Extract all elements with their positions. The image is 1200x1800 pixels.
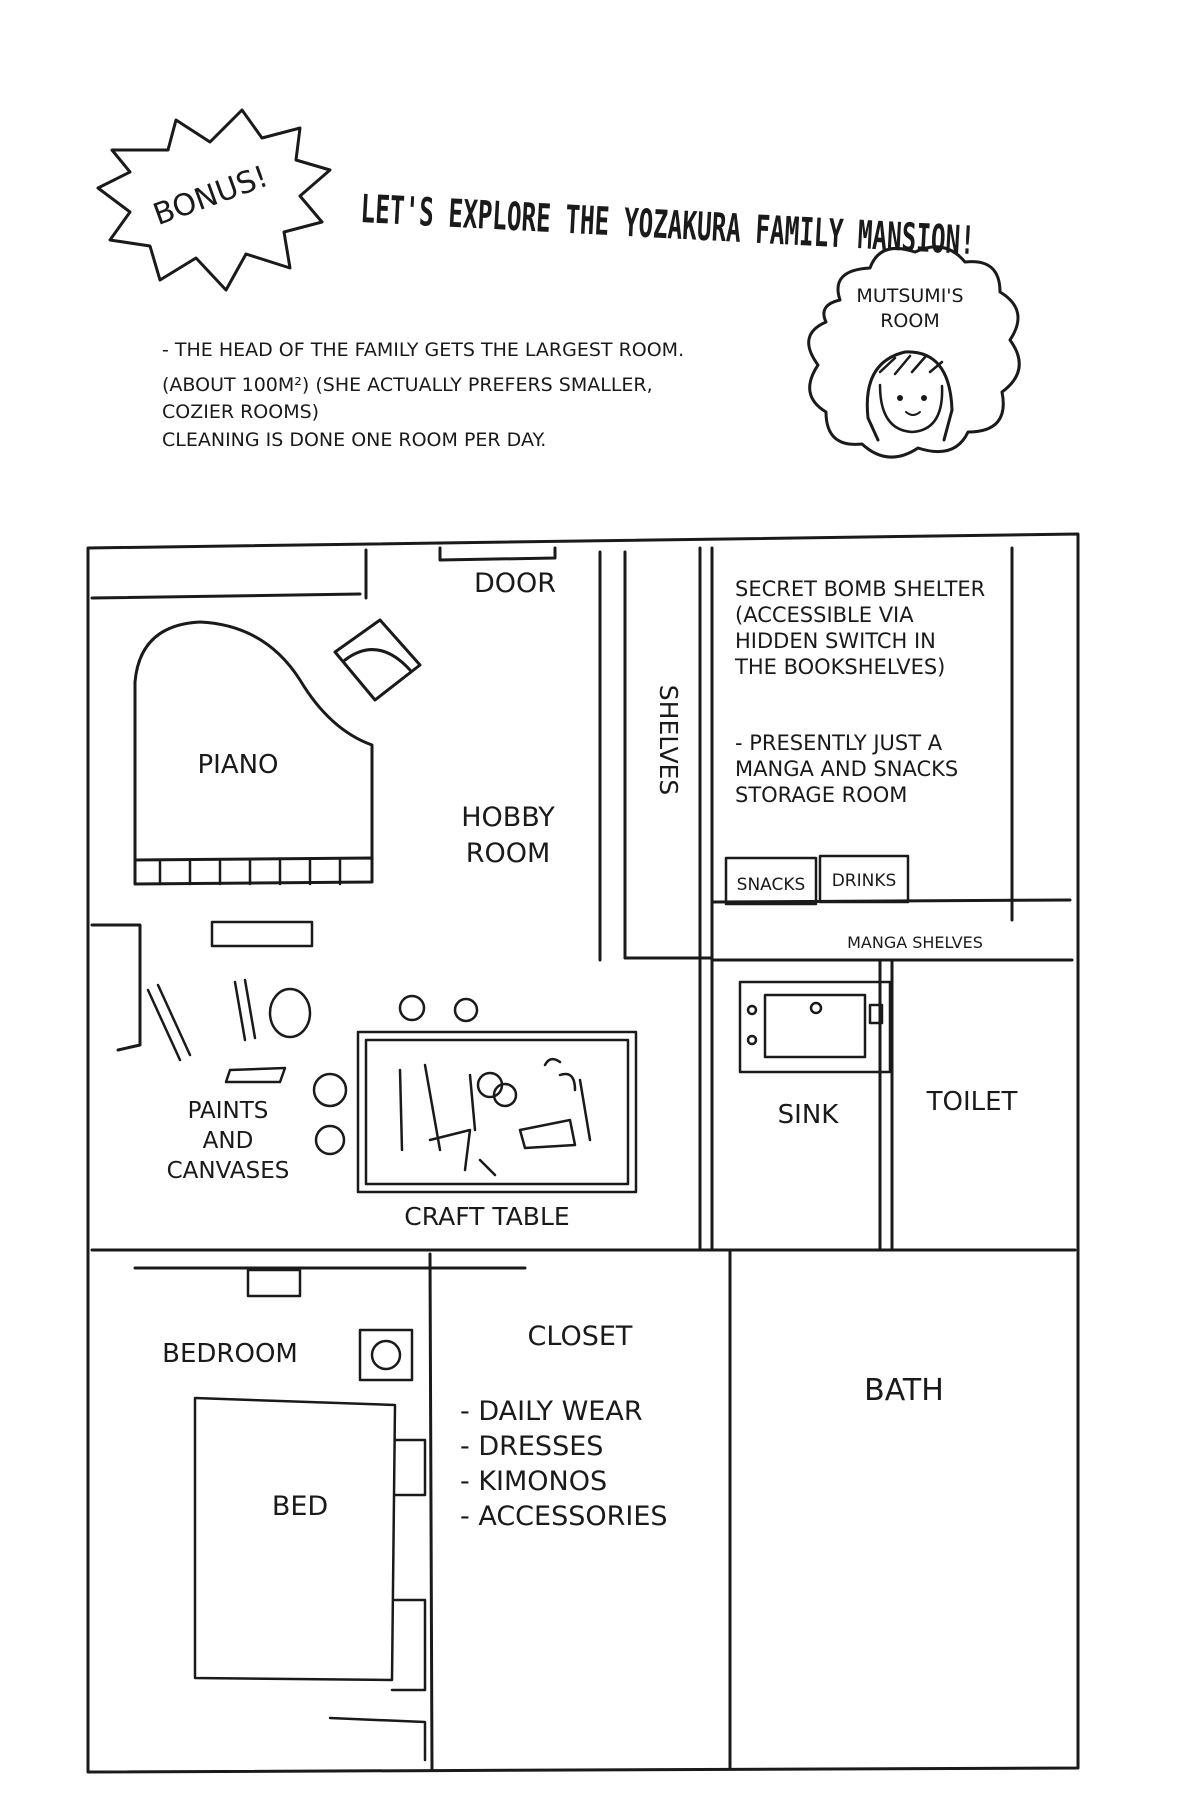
shelter-line-2: (ACCESSIBLE VIA <box>735 603 914 627</box>
craft-table-label: CRAFT TABLE <box>404 1202 569 1231</box>
note-line-3: COZIER ROOMS) <box>162 401 319 423</box>
bedroom-furniture-icon <box>193 1268 427 1762</box>
grand-piano-icon <box>133 620 374 886</box>
manga-shelves-label: MANGA SHELVES <box>847 933 983 952</box>
note-line-1: - THE HEAD OF THE FAMILY GETS THE LARGES… <box>162 339 684 361</box>
snacks-box <box>724 856 818 906</box>
closet-item: - DRESSES <box>460 1431 603 1462</box>
shelter-line-4: THE BOOKSHELVES) <box>734 655 945 679</box>
toilet-label: TOILET <box>926 1087 1018 1117</box>
closet-item: - KIMONOS <box>460 1466 607 1497</box>
craft-table-icon <box>356 994 638 1194</box>
closet-label: CLOSET <box>528 1321 633 1352</box>
shelter-description: SECRET BOMB SHELTER (ACCESSIBLE VIA HIDD… <box>734 577 985 807</box>
piano-stool-icon <box>333 618 422 702</box>
bubble-label-line1: MUTSUMI'S <box>856 285 963 307</box>
shelter-line-3: HIDDEN SWITCH IN <box>735 629 936 653</box>
paints-label-2: AND <box>203 1128 254 1154</box>
bed-label: BED <box>272 1491 328 1522</box>
hobby-room-label-2: ROOM <box>466 838 551 869</box>
bath-label: BATH <box>864 1373 944 1408</box>
bonus-starburst-icon <box>96 108 332 292</box>
sink-label: SINK <box>778 1100 840 1130</box>
shelter-note-1: - PRESENTLY JUST A <box>735 731 943 755</box>
floor-plan-walls <box>86 532 1080 1774</box>
shelter-line-1: SECRET BOMB SHELTER <box>735 577 985 601</box>
note-line-4: CLEANING IS DONE ONE ROOM PER DAY. <box>162 429 546 451</box>
hobby-room-label-1: HOBBY <box>461 802 555 833</box>
shelves-label: SHELVES <box>654 685 683 795</box>
closet-item: - DAILY WEAR <box>460 1396 643 1427</box>
drinks-label: DRINKS <box>832 871 897 891</box>
paints-label-1: PAINTS <box>188 1098 269 1124</box>
bedroom-label: BEDROOM <box>162 1339 298 1369</box>
bonus-badge: BONUS! <box>149 159 273 233</box>
snacks-label: SNACKS <box>737 875 806 895</box>
drinks-box <box>818 854 910 904</box>
thought-bubble-icon <box>807 245 1021 459</box>
closet-item-list: - DAILY WEAR - DRESSES - KIMONOS - ACCES… <box>460 1396 668 1532</box>
shelter-note-2: MANGA AND SNACKS <box>735 757 958 781</box>
note-line-2: (ABOUT 100M²) (SHE ACTUALLY PREFERS SMAL… <box>162 374 653 396</box>
shelter-note-3: STORAGE ROOM <box>735 783 907 807</box>
door-label: DOOR <box>474 568 556 599</box>
paints-label-3: CANVASES <box>167 1158 290 1184</box>
mutsumi-face-icon <box>865 350 954 442</box>
closet-item: - ACCESSORIES <box>460 1501 668 1532</box>
piano-label: PIANO <box>197 750 278 780</box>
sink-fixture-icon <box>738 980 892 1074</box>
paint-supplies-icon <box>146 920 348 1156</box>
bubble-label-line2: ROOM <box>880 310 940 332</box>
intro-notes: - THE HEAD OF THE FAMILY GETS THE LARGES… <box>162 339 684 451</box>
